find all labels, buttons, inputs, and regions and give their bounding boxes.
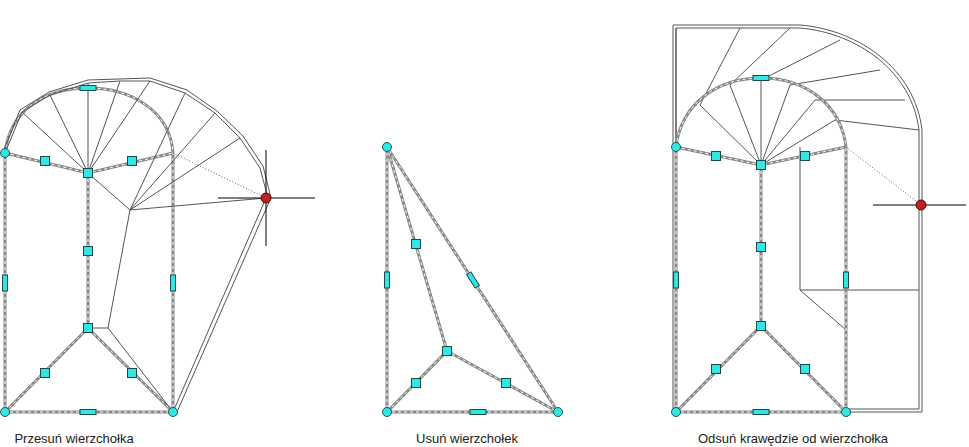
roof-remove-vertex [383, 143, 563, 417]
roof-move-vertex [1, 78, 316, 417]
roof-offset-edges [672, 25, 967, 417]
figure-caption: Odsuń krawędzie od wierzchołka [698, 431, 888, 446]
figure-caption: Przesuń wierzchołka [14, 431, 133, 446]
figure-caption: Usuń wierzchołek [416, 431, 518, 446]
